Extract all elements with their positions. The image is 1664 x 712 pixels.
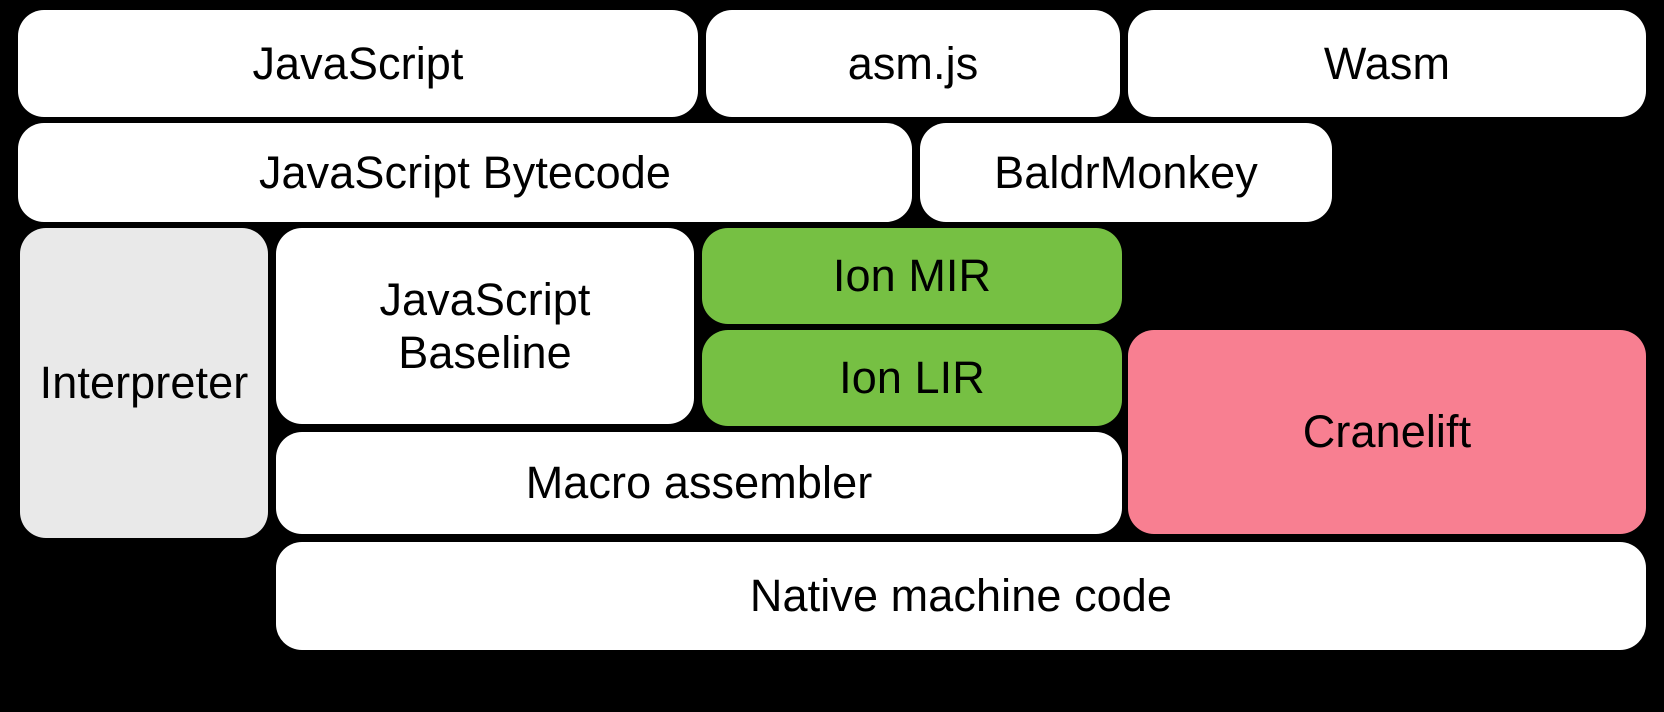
node-javascript[interactable]: JavaScript — [18, 10, 698, 117]
node-javascript-baseline[interactable]: JavaScript Baseline — [276, 228, 694, 424]
node-ion-lir[interactable]: Ion LIR — [702, 330, 1122, 426]
node-asm-js[interactable]: asm.js — [706, 10, 1120, 117]
node-native-machine-code[interactable]: Native machine code — [276, 542, 1646, 650]
node-interpreter[interactable]: Interpreter — [20, 228, 268, 538]
node-macro-assembler[interactable]: Macro assembler — [276, 432, 1122, 534]
node-javascript-bytecode[interactable]: JavaScript Bytecode — [18, 123, 912, 222]
node-ion-mir[interactable]: Ion MIR — [702, 228, 1122, 324]
node-wasm[interactable]: Wasm — [1128, 10, 1646, 117]
node-cranelift[interactable]: Cranelift — [1128, 330, 1646, 534]
node-baldrmonkey[interactable]: BaldrMonkey — [920, 123, 1332, 222]
